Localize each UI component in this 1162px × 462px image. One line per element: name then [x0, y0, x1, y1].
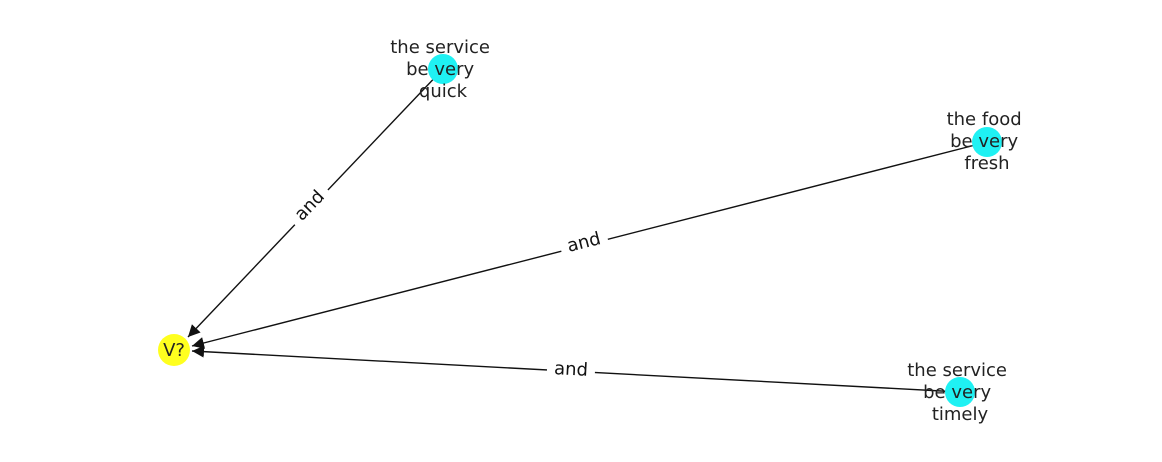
svg-text:the service be very: the service be very quick [390, 37, 495, 102]
node-fresh-line-1: the food [947, 109, 1022, 130]
nodes: the service be very quick the food be ve… [158, 37, 1028, 425]
node-food-fresh: the food be very fresh [947, 109, 1028, 174]
svg-text:V?: V? [163, 340, 185, 361]
node-fresh-line-2: be very [950, 131, 1018, 152]
node-timely-line-1: the service [907, 360, 1007, 381]
edge-label-e3: and [554, 358, 589, 381]
node-timely-line-3: timely [932, 404, 989, 425]
node-fresh-line-3: fresh [964, 153, 1009, 174]
node-quick-line-2: be very [406, 59, 474, 80]
node-target: V? [158, 334, 190, 366]
node-quick-line-1: the service [390, 37, 490, 58]
node-timely-line-2: be very [923, 382, 991, 403]
node-quick-line-3: quick [419, 81, 468, 102]
svg-text:the food be very: the food be very fresh [947, 109, 1028, 174]
node-target-line-1: V? [163, 340, 185, 361]
svg-text:the service be very: the service be very timely [907, 360, 1012, 425]
edge-labels: and and and [283, 179, 611, 385]
node-service-timely: the service be very timely [907, 360, 1012, 425]
node-service-quick: the service be very quick [390, 37, 495, 102]
